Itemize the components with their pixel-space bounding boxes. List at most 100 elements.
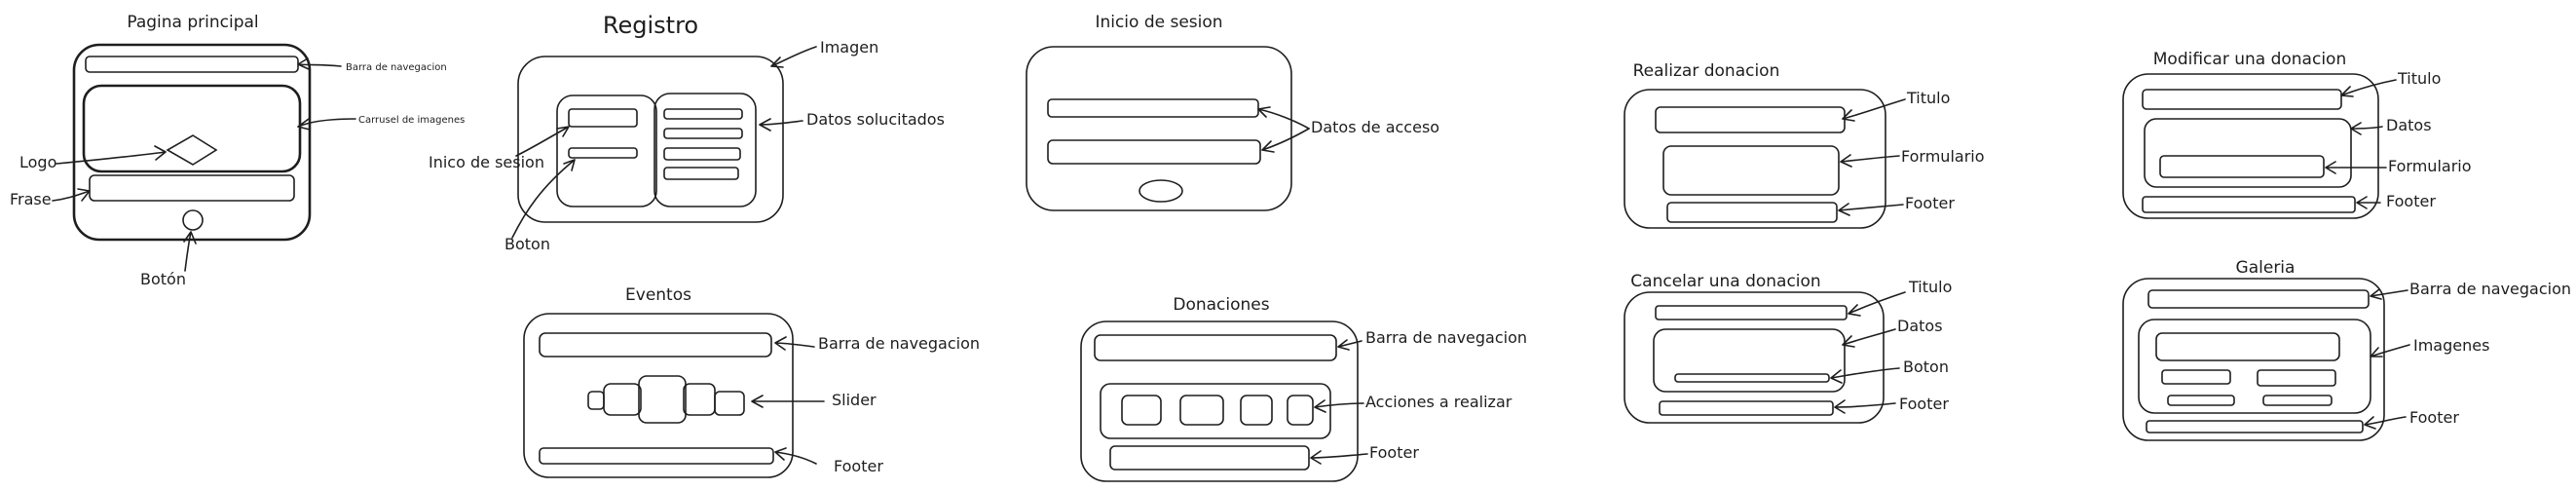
login-submit-button — [1139, 179, 1183, 203]
label-cancelar-titulo: Titulo — [1908, 278, 1952, 296]
eventos-frame — [523, 313, 794, 478]
screen-cancelar-donacion: Cancelar una donacion Titulo Datos Boton… — [1624, 272, 1952, 424]
accion-1 — [1121, 395, 1162, 426]
label-barra-navegacion: Barra de navegacion — [346, 62, 447, 73]
title-inicio-sesion: Inicio de sesion — [1095, 13, 1222, 32]
realizar-footer-box — [1666, 202, 1838, 223]
login-button — [568, 147, 638, 159]
arrow-slider — [751, 395, 825, 408]
slider-item-5 — [714, 391, 745, 416]
galeria-imagen-2 — [2161, 369, 2231, 385]
arrow-carrusel — [297, 118, 356, 131]
galeria-footer — [2146, 420, 2364, 433]
label-donaciones-footer: Footer — [1369, 443, 1419, 462]
acciones-panel — [1100, 383, 1331, 439]
label-frase: Frase — [10, 190, 52, 208]
label-carrusel: Carrusel de imagenes — [358, 115, 465, 126]
carousel-box — [82, 84, 302, 173]
registro-frame — [517, 56, 784, 223]
arrow-boton — [183, 231, 197, 272]
galeria-imagen-4 — [2167, 395, 2235, 406]
title-galeria: Galeria — [2236, 258, 2296, 278]
login-frame — [1026, 46, 1292, 211]
login-field-1 — [568, 108, 638, 128]
arrow-galeria-footer — [2364, 416, 2407, 430]
data-panel — [653, 93, 757, 207]
arrow-eventos-barra — [774, 336, 815, 351]
data-field-3 — [663, 147, 741, 161]
modificar-formulario-box — [2159, 155, 2325, 178]
cancelar-footer-box — [1659, 400, 1834, 416]
galeria-frame — [2122, 278, 2385, 441]
modificar-datos-box — [2144, 118, 2352, 188]
slider-item-1 — [587, 391, 605, 410]
arrow-logo — [56, 145, 167, 165]
arrow-datos-acceso-1 — [1257, 106, 1310, 130]
modificar-frame — [2122, 73, 2379, 219]
cancelar-datos-box — [1653, 328, 1846, 393]
arrow-realizar-footer — [1838, 203, 1904, 216]
label-modificar-footer: Footer — [2386, 192, 2436, 210]
phrase-box — [89, 174, 295, 202]
screen-eventos: Eventos Barra de navegacion Slider Foote… — [523, 285, 980, 478]
label-donaciones-barra: Barra de navegacion — [1365, 328, 1527, 347]
screen-donaciones: Donaciones Barra de navegacion Acciones … — [1080, 295, 1527, 482]
title-donaciones: Donaciones — [1173, 295, 1269, 315]
modificar-footer-box — [2142, 196, 2356, 213]
data-field-2 — [663, 128, 743, 139]
label-datos-solicitados: Datos solucitados — [806, 110, 945, 129]
data-field-1 — [663, 108, 743, 120]
label-slider: Slider — [832, 391, 877, 409]
label-inicio-sesion: Inico de sesion — [429, 153, 544, 171]
arrow-cancelar-boton — [1830, 367, 1900, 384]
label-acciones: Acciones a realizar — [1365, 393, 1512, 411]
arrow-galeria-imagenes — [2370, 344, 2410, 358]
arrow-galeria-barra — [2370, 288, 2408, 300]
label-realizar-formulario: Formulario — [1901, 147, 1985, 166]
arrow-boton-registro — [511, 159, 576, 239]
galeria-imagen-3 — [2257, 369, 2336, 387]
screen-realizar-donacion: Realizar donacion Titulo Formulario Foot… — [1624, 61, 1985, 229]
label-cancelar-datos: Datos — [1897, 317, 1943, 335]
accion-2 — [1179, 395, 1224, 426]
label-boton-registro: Boton — [504, 235, 550, 253]
label-modificar-titulo: Titulo — [2397, 69, 2441, 88]
access-field-1 — [1047, 98, 1259, 118]
galeria-imagenes-panel — [2138, 319, 2371, 414]
arrow-inicio-sesion — [515, 126, 570, 157]
label-modificar-formulario: Formulario — [2388, 157, 2472, 175]
title-modificar-donacion: Modificar una donacion — [2153, 50, 2346, 69]
cancelar-titulo-box — [1655, 305, 1848, 320]
label-galeria-footer: Footer — [2409, 408, 2459, 427]
donaciones-frame — [1080, 320, 1359, 482]
arrow-cancelar-datos — [1842, 328, 1896, 348]
arrow-cancelar-footer — [1834, 399, 1896, 414]
label-eventos-barra: Barra de navegacion — [818, 334, 980, 353]
arrow-donaciones-barra — [1337, 339, 1363, 351]
label-boton-principal: Botón — [140, 270, 186, 288]
screen-galeria: Galeria Barra de navegacion Imagenes Foo… — [2122, 258, 2571, 441]
label-realizar-footer: Footer — [1905, 194, 1955, 212]
arrow-modificar-footer — [2356, 196, 2381, 209]
galeria-imagen-1 — [2155, 332, 2340, 361]
arrow-frase — [52, 188, 91, 202]
arrow-realizar-titulo — [1842, 98, 1906, 122]
modificar-titulo-box — [2142, 89, 2342, 110]
accion-3 — [1240, 395, 1273, 426]
eventos-navbar — [539, 332, 772, 358]
arrow-modificar-formulario — [2325, 161, 2387, 174]
donaciones-navbar — [1094, 334, 1337, 361]
title-eventos: Eventos — [625, 285, 691, 305]
label-eventos-footer: Footer — [834, 457, 883, 475]
galeria-navbar — [2147, 289, 2370, 309]
title-registro: Registro — [603, 12, 698, 39]
arrow-modificar-titulo — [2340, 79, 2397, 97]
arrow-acciones — [1314, 399, 1364, 413]
access-field-2 — [1047, 139, 1261, 165]
realizar-titulo-box — [1655, 106, 1846, 133]
label-galeria-imagenes: Imagenes — [2413, 336, 2489, 355]
label-galeria-barra: Barra de navegacion — [2409, 280, 2571, 298]
title-pagina-principal: Pagina principal — [127, 13, 258, 32]
title-realizar-donacion: Realizar donacion — [1633, 61, 1780, 81]
